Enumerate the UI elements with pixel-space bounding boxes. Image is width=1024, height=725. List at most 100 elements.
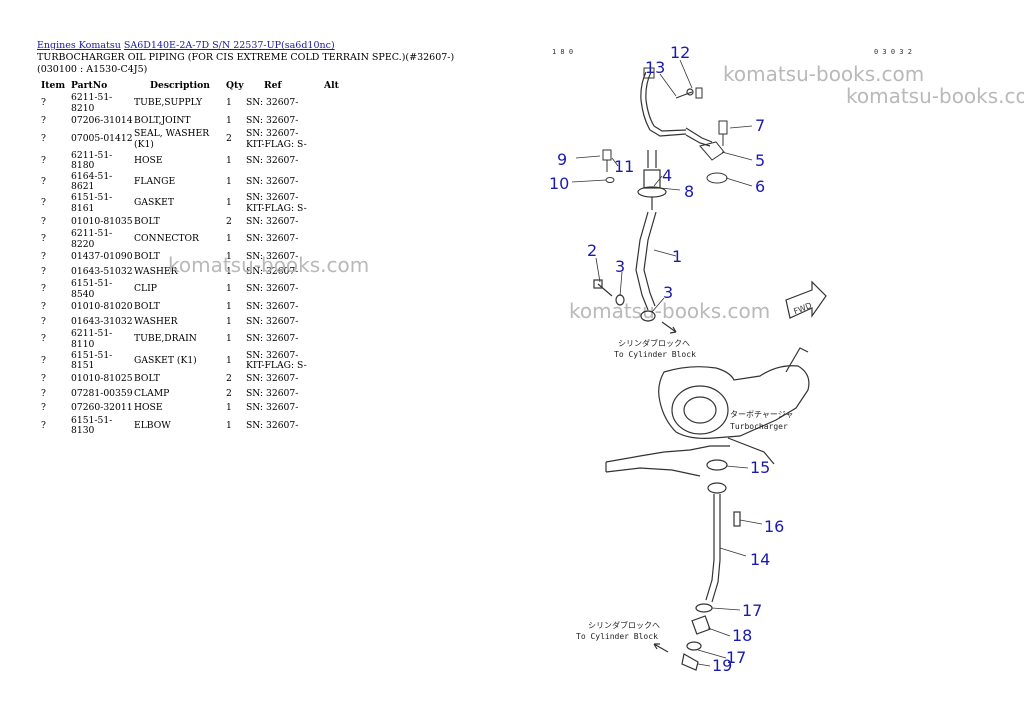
parts-table: Item PartNo Description Qty Ref Alt ?621…: [37, 79, 344, 437]
cell-partno: 01643-51032: [71, 265, 133, 277]
cell-description: CLIP: [134, 283, 157, 295]
callout-6: 6: [755, 177, 765, 196]
callout-7: 7: [755, 116, 765, 135]
callout-13: 13: [645, 58, 665, 77]
parts-diagram: 1 8 0 0 3 0 3 2: [549, 43, 912, 675]
ref-serial: SN: 32607-: [246, 154, 299, 166]
cell-alt: [324, 193, 344, 215]
note-jp-lower: シリンダブロックへ: [588, 620, 660, 630]
watermark: komatsu-books.com: [569, 299, 771, 323]
callout-1: 1: [672, 247, 682, 266]
cell-description: CLAMP: [134, 387, 170, 399]
cell-qty: 1: [226, 354, 232, 366]
cell-item: ?: [41, 251, 46, 262]
breadcrumb-link-engines[interactable]: Engines Komatsu: [37, 40, 121, 51]
cell-alt: [324, 401, 344, 416]
watermark: komatsu-books.com: [168, 253, 370, 277]
cell-description: BOLT: [134, 301, 160, 312]
callout-12: 12: [670, 43, 690, 62]
cell-description: BOLT: [134, 251, 160, 262]
cell-partno: 6211-51-8110: [71, 328, 113, 350]
ref-serial: SN: 32607-: [246, 128, 299, 139]
turbocharger: [605, 347, 810, 477]
ref-serial: SN: 32607-: [246, 349, 299, 361]
ref-serial: SN: 32607-: [246, 315, 299, 327]
callout-19: 19: [712, 656, 732, 675]
cell-qty: 1: [226, 233, 232, 245]
cell-partno: 6211-51-8220: [71, 228, 113, 250]
turbo-jp: ターボチャージャ: [730, 410, 793, 419]
cell-alt: [324, 387, 344, 402]
col-description: Description: [150, 79, 210, 91]
callout-17b: 17: [726, 648, 746, 667]
note-en-upper: To Cylinder Block: [614, 350, 696, 359]
cell-alt: [324, 114, 344, 129]
cell-partno: 6164-51-8621: [71, 170, 113, 192]
ref-serial: SN: 32607-: [246, 115, 299, 126]
cell-qty: 1: [226, 333, 232, 345]
cell-description: HOSE: [134, 154, 163, 166]
cell-ref: SN: 32607-: [246, 372, 324, 387]
cell-qty: 2: [226, 387, 232, 399]
cell-item: ?: [41, 373, 46, 384]
breadcrumb-link-model[interactable]: SA6D140E-2A-7D S/N 22537-UP(sa6d10nc): [123, 40, 335, 51]
cell-qty: 1: [226, 175, 232, 187]
ref-serial: SN: 32607-: [246, 387, 299, 399]
note-jp-upper: シリンダブロックへ: [618, 338, 690, 348]
ref-kit-flag: KIT-FLAG: S-: [246, 138, 307, 150]
ref-serial: SN: 32607-: [246, 333, 299, 345]
cell-item: ?: [41, 315, 46, 327]
cell-description: TUBE,SUPPLY: [134, 97, 203, 109]
cell-ref: SN: 32607-: [246, 401, 324, 416]
cell-description: CONNECTOR: [134, 233, 199, 245]
ref-serial: SN: 32607-: [246, 301, 299, 312]
cell-ref: SN: 32607-KIT-FLAG: S-: [246, 128, 324, 151]
cell-alt: [324, 279, 344, 300]
callout-15: 15: [750, 458, 770, 477]
cell-partno: 6211-51-8210: [71, 92, 113, 114]
cell-partno: 01010-81025: [71, 373, 133, 384]
cell-description: BOLT: [134, 215, 160, 227]
cell-item: ?: [41, 115, 46, 126]
cell-description: GASKET: [134, 197, 174, 209]
callout-5: 5: [755, 151, 765, 170]
cell-ref: SN: 32607-KIT-FLAG: S-: [246, 350, 324, 372]
cell-qty: 1: [226, 265, 232, 277]
col-ref: Ref: [264, 79, 282, 91]
cell-ref: SN: 32607-: [246, 151, 324, 172]
col-item: Item: [41, 79, 66, 91]
cell-item: ?: [41, 354, 46, 366]
callout-11: 11: [614, 157, 634, 176]
cell-description: BOLT: [134, 373, 160, 384]
ref-kit-flag: KIT-FLAG: S-: [246, 360, 307, 371]
cell-ref: SN: 32607-: [246, 250, 324, 265]
cell-ref: SN: 32607-: [246, 114, 324, 129]
ref-serial: SN: 32607-: [246, 233, 299, 245]
cell-item: ?: [41, 333, 46, 345]
cell-item: ?: [41, 387, 46, 399]
cell-description: HOSE: [134, 402, 163, 413]
cell-qty: 1: [226, 115, 232, 126]
cell-partno: 6151-51-8161: [71, 192, 113, 214]
cell-partno: 6151-51-8540: [71, 278, 113, 300]
cell-alt: [324, 215, 344, 230]
cell-alt: [324, 151, 344, 172]
cell-qty: 1: [226, 283, 232, 295]
cell-alt: [324, 229, 344, 250]
cell-partno: 6211-51-8180: [71, 149, 113, 171]
cell-item: ?: [41, 175, 46, 187]
cell-item: ?: [41, 215, 46, 227]
cell-description: WASHER: [134, 265, 178, 277]
callout-4: 4: [662, 166, 672, 185]
callout-8: 8: [684, 182, 694, 201]
